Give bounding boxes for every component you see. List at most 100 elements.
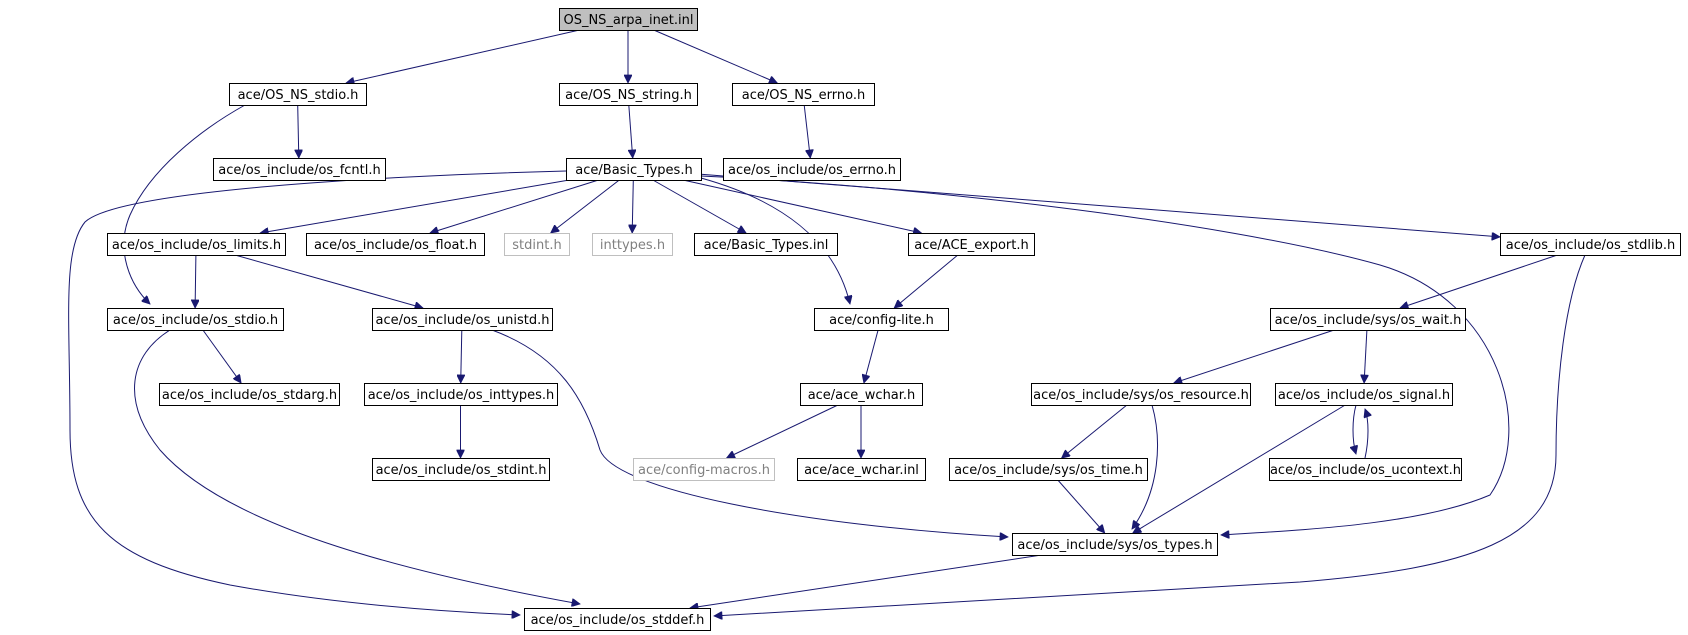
node-box: [504, 233, 570, 256]
node-layer: OS_NS_arpa_inet.inl ace/OS_NS_stdio.h ace/…: [107, 8, 1681, 631]
node-stdint_sys: stdint.h: [504, 233, 570, 256]
edge-resource-to-time: [1062, 404, 1128, 458]
node-stdarg[interactable]: ace/os_include/os_stdarg.h: [159, 383, 340, 406]
node-root[interactable]: OS_NS_arpa_inet.inl: [559, 8, 698, 31]
node-types[interactable]: ace/os_include/sys/os_types.h: [1012, 533, 1218, 556]
node-resource[interactable]: ace/os_include/sys/os_resource.h: [1031, 383, 1251, 406]
edge-ucontext-to-signal: [1365, 409, 1368, 459]
node-float[interactable]: ace/os_include/os_float.h: [306, 233, 485, 256]
node-box: [949, 458, 1148, 481]
node-stdlib[interactable]: ace/os_include/os_stdlib.h: [1500, 233, 1681, 256]
node-label: ace/os_include/os_stdio.h: [113, 313, 278, 328]
edge-types-to-stddef: [690, 554, 1042, 608]
edge-root-to-stdio_ns: [346, 29, 580, 83]
node-string_ns[interactable]: ace/OS_NS_string.h: [559, 83, 698, 106]
node-label: ace/ace_wchar.h: [808, 388, 916, 403]
node-errno_ns[interactable]: ace/OS_NS_errno.h: [732, 83, 875, 106]
edge-wait-to-resource: [1174, 329, 1335, 383]
node-label: ace/ACE_export.h: [914, 238, 1028, 253]
edge-limits-to-stdio_inc: [195, 254, 196, 308]
node-time[interactable]: ace/os_include/sys/os_time.h: [949, 458, 1148, 481]
edge-basic-to-configlite: [700, 177, 850, 304]
node-box: [1275, 383, 1453, 406]
node-label: ace/os_include/os_unistd.h: [375, 313, 549, 328]
node-unistd[interactable]: ace/os_include/os_unistd.h: [372, 308, 553, 331]
node-box: [633, 458, 775, 481]
node-label: ace/os_include/os_inttypes.h: [368, 388, 555, 403]
node-box: [800, 383, 923, 406]
node-limits[interactable]: ace/os_include/os_limits.h: [107, 233, 286, 256]
node-box: [559, 8, 698, 31]
edge-basic-to-stdint_sys: [551, 179, 620, 233]
node-label: ace/os_include/sys/os_types.h: [1017, 538, 1212, 553]
node-acewchar_inl[interactable]: ace/ace_wchar.inl: [797, 458, 926, 481]
node-label: ace/config-macros.h: [638, 463, 770, 478]
node-box: [1270, 308, 1466, 331]
node-label: ace/os_include/os_errno.h: [728, 163, 896, 178]
node-acewchar[interactable]: ace/ace_wchar.h: [800, 383, 923, 406]
edge-stdio_inc-to-stdarg: [202, 329, 241, 383]
node-configlite[interactable]: ace/config-lite.h: [814, 308, 949, 331]
node-configmacros: ace/config-macros.h: [633, 458, 775, 481]
edge-unistd-to-inttypes_inc: [461, 329, 462, 383]
node-label: ace/ace_wchar.inl: [804, 463, 919, 478]
edge-basic-to-inttypes_sys: [632, 179, 633, 233]
node-fcntl[interactable]: ace/os_include/os_fcntl.h: [213, 158, 386, 181]
edge-stdlib-to-stddef: [714, 254, 1586, 616]
node-label: ace/os_include/os_float.h: [314, 238, 477, 253]
edge-root-to-errno_ns: [653, 29, 778, 83]
node-ucontext[interactable]: ace/os_include/os_ucontext.h: [1269, 458, 1462, 481]
node-errno_inc[interactable]: ace/os_include/os_errno.h: [723, 158, 901, 181]
node-box: [732, 83, 875, 106]
node-label: ace/os_include/os_limits.h: [112, 238, 281, 253]
node-stdio_ns[interactable]: ace/OS_NS_stdio.h: [229, 83, 367, 106]
node-box: [1031, 383, 1251, 406]
node-wait[interactable]: ace/os_include/sys/os_wait.h: [1270, 308, 1466, 331]
node-label: OS_NS_arpa_inet.inl: [563, 13, 693, 28]
node-label: ace/os_include/os_stdlib.h: [1506, 238, 1675, 253]
node-box: [592, 233, 673, 256]
node-label: ace/OS_NS_errno.h: [742, 88, 866, 103]
node-label: ace/os_include/os_fcntl.h: [218, 163, 380, 178]
edge-stdio_ns-to-stdio_inc: [123, 104, 246, 304]
node-box: [107, 308, 284, 331]
node-label: inttypes.h: [600, 238, 665, 253]
edge-stdio_inc-to-stddef: [134, 329, 580, 604]
node-inttypes_inc[interactable]: ace/os_include/os_inttypes.h: [364, 383, 558, 406]
node-box: [372, 308, 553, 331]
node-stdio_inc[interactable]: ace/os_include/os_stdio.h: [107, 308, 284, 331]
node-box: [364, 383, 558, 406]
node-stddef[interactable]: ace/os_include/os_stddef.h: [524, 608, 711, 631]
node-stdint_inc[interactable]: ace/os_include/os_stdint.h: [372, 458, 550, 481]
node-label: ace/os_include/os_signal.h: [1278, 388, 1450, 403]
node-basic[interactable]: ace/Basic_Types.h: [566, 158, 702, 181]
node-signal[interactable]: ace/os_include/os_signal.h: [1275, 383, 1453, 406]
node-box: [1269, 458, 1462, 481]
edge-basic-to-export: [682, 179, 922, 233]
edge-signal-to-ucontext: [1353, 404, 1356, 454]
node-box: [524, 608, 711, 631]
edge-basic-to-basic_inl: [652, 179, 746, 233]
edge-layer: [68, 29, 1586, 616]
node-box: [559, 83, 698, 106]
edge-unistd-to-types: [491, 329, 1008, 537]
edge-basic-to-float: [430, 179, 599, 233]
edge-wait-to-signal: [1364, 329, 1367, 383]
node-box: [797, 458, 926, 481]
node-box: [229, 83, 367, 106]
edge-signal-to-types: [1133, 404, 1346, 533]
node-export[interactable]: ace/ACE_export.h: [908, 233, 1035, 256]
node-box: [1012, 533, 1218, 556]
node-basic_inl[interactable]: ace/Basic_Types.inl: [694, 233, 838, 256]
node-label: ace/OS_NS_string.h: [565, 88, 692, 103]
node-label: stdint.h: [512, 238, 561, 253]
node-box: [372, 458, 550, 481]
edge-basic-to-stddef: [68, 170, 567, 615]
node-label: ace/config-lite.h: [829, 313, 934, 328]
node-box: [814, 308, 949, 331]
edge-basic-to-types: [700, 175, 1510, 535]
edge-errno_ns-to-errno_inc: [803, 104, 810, 158]
node-box: [1500, 233, 1681, 256]
edge-string_ns-to-basic: [629, 104, 633, 158]
